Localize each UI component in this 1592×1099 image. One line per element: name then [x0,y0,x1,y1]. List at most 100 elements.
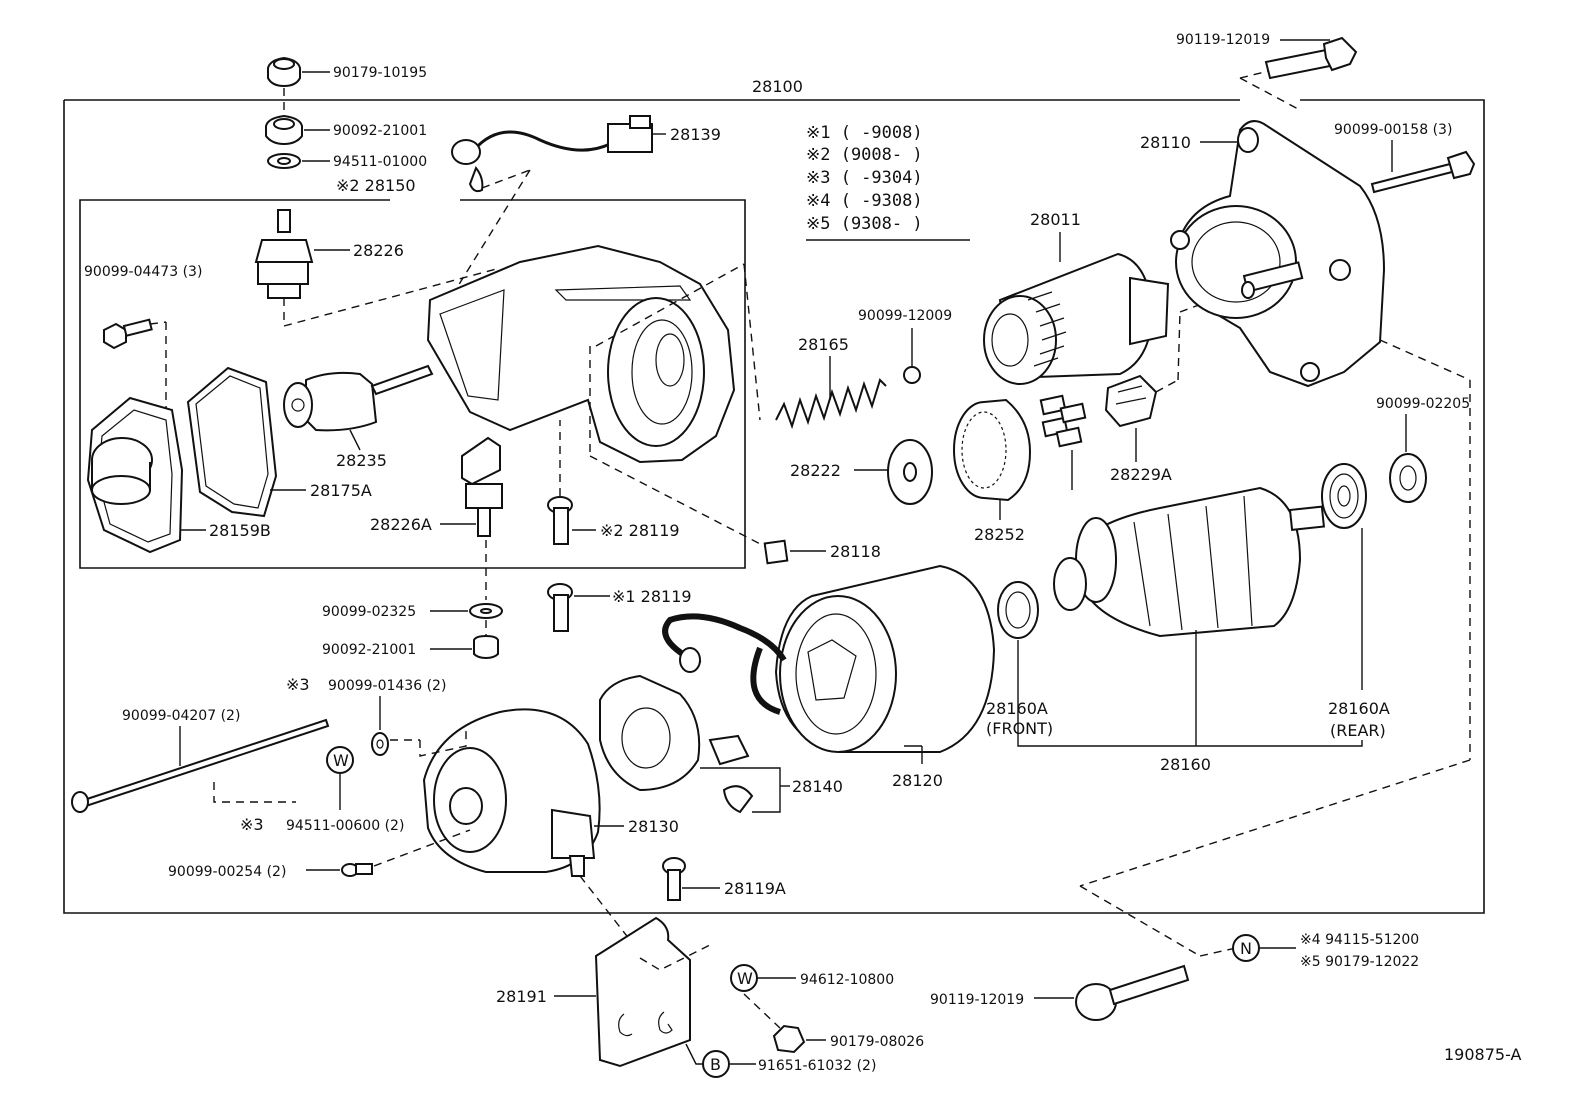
label-mark3-a: ※3 [286,675,310,694]
label-28175A: 28175A [310,481,372,500]
rollers[interactable] [1039,394,1087,448]
screw-28119-2[interactable] [547,496,573,545]
dash-line [149,321,167,325]
bearing-28160A-rear[interactable] [1321,463,1367,529]
dash-line [639,943,713,971]
terminal-28226A[interactable] [461,436,503,537]
bracket-28191[interactable] [594,916,691,1068]
terminal-bolt-28226[interactable] [254,209,314,299]
note-4: ※4 ( -9308) [806,191,923,211]
washer-90099-01436[interactable] [371,732,389,756]
bolt-90099-00158[interactable] [1370,150,1476,194]
starter-housing-28110[interactable] [1170,120,1386,388]
leader [349,429,361,451]
bolt-90119-12019-bottom[interactable] [1075,964,1190,1021]
nut-90092-21001-top[interactable] [265,114,303,146]
label-28226A: 28226A [370,515,432,534]
label-28120: 28120 [892,771,943,790]
bearing-28160A-front[interactable] [997,581,1039,639]
dash-line [1239,77,1301,111]
mark-circle-b: B [702,1050,730,1078]
label-28118: 28118 [830,542,881,561]
nut-90179-10195[interactable] [267,56,301,88]
label-28119-2: ※2 28119 [600,521,680,540]
note-5: ※5 (9308- ) [806,214,923,234]
label-94511-00600: 94511-00600 (2) [286,818,404,834]
label-mark3-b: ※3 [240,815,264,834]
dash-line [743,993,781,1029]
label-90119-12019-bottom: 90119-12019 [930,992,1024,1008]
label-90099-04473: 90099-04473 (3) [84,264,202,280]
screw-90099-00254[interactable] [341,863,373,877]
dash-line [457,169,531,287]
brush-holder-28140[interactable] [599,674,754,814]
idler-gear-28252[interactable] [953,398,1032,502]
bracket-28160 [1017,690,1363,747]
screw-28119A[interactable] [662,857,686,901]
label-94115-51200: ※4 94115-51200 [1300,932,1419,948]
label-28159B: 28159B [209,521,271,540]
label-28160: 28160 [1160,755,1211,774]
svg-text:W: W [333,751,349,770]
label-28191: 28191 [496,987,547,1006]
svg-text:B: B [710,1055,721,1074]
mark-circle-w1: W [326,746,354,774]
dash-line [1079,759,1471,887]
part-28118[interactable] [763,539,789,565]
note-2: ※2 (9008- ) [806,145,923,165]
label-90099-12009: 90099-12009 [858,308,952,324]
label-90092-21001-bottom: 90092-21001 [322,642,416,658]
dash-line [743,263,761,421]
lead-wire-28139[interactable] [451,115,653,193]
field-frame-28120[interactable] [662,564,996,753]
dash-line [1079,885,1201,957]
screw-28119-1[interactable] [547,583,573,632]
label-94511-01000: 94511-01000 [333,154,427,170]
label-28119-1: ※1 28119 [612,587,692,606]
bolt-90119-12019-top[interactable] [1264,36,1358,80]
gasket-28175A[interactable] [186,366,278,518]
label-90179-10195: 90179-10195 [333,65,427,81]
label-90099-00158: 90099-00158 (3) [1334,122,1452,138]
dash-line [283,267,501,327]
washer-28222[interactable] [887,439,933,505]
starter-clutch-28011[interactable] [983,252,1170,385]
svg-text:W: W [737,969,753,988]
note-3: ※3 ( -9304) [806,168,923,188]
washer-90099-02325[interactable] [469,603,503,619]
nut-90179-08026[interactable] [772,1024,806,1054]
retainer-28229A[interactable] [1104,374,1158,428]
dash-line [1379,339,1471,381]
note-block: ※1 ( -9008) ※2 (9008- ) ※3 ( -9304) ※4 (… [806,123,970,241]
label-90179-08026: 90179-08026 [830,1034,924,1050]
label-28139: 28139 [670,125,721,144]
seal-90099-02205[interactable] [1389,453,1427,503]
label-90092-21001-top: 90092-21001 [333,123,427,139]
armature-28160[interactable] [1053,486,1326,638]
label-90099-04207: 90099-04207 (2) [122,708,240,724]
label-rear: (REAR) [1330,721,1386,740]
spring-28165[interactable] [775,378,887,430]
end-frame-28130[interactable] [422,708,601,877]
label-28222: 28222 [790,461,841,480]
label-28160A-front: 28160A [986,699,1048,718]
label-28110: 28110 [1140,133,1191,152]
solenoid-housing[interactable] [426,244,736,464]
nut-90092-21001-bottom[interactable] [473,634,499,660]
dash-line [1199,947,1237,957]
screw-90099-04473[interactable] [103,318,153,350]
plunger-28235[interactable] [283,364,434,432]
dash-line [579,875,631,941]
label-front: (FRONT) [986,719,1053,738]
dash-line [1177,311,1181,381]
ball-90099-12009[interactable] [903,366,921,384]
dash-line [373,829,471,867]
through-bolt-90099-04207[interactable] [71,718,330,813]
assembly-label: 28100 [752,77,803,96]
washer-94511-01000[interactable] [267,153,301,169]
solenoid-cover-28159B[interactable] [86,396,184,554]
dash-line [419,730,467,757]
solenoid-subassembly-box [79,199,746,569]
